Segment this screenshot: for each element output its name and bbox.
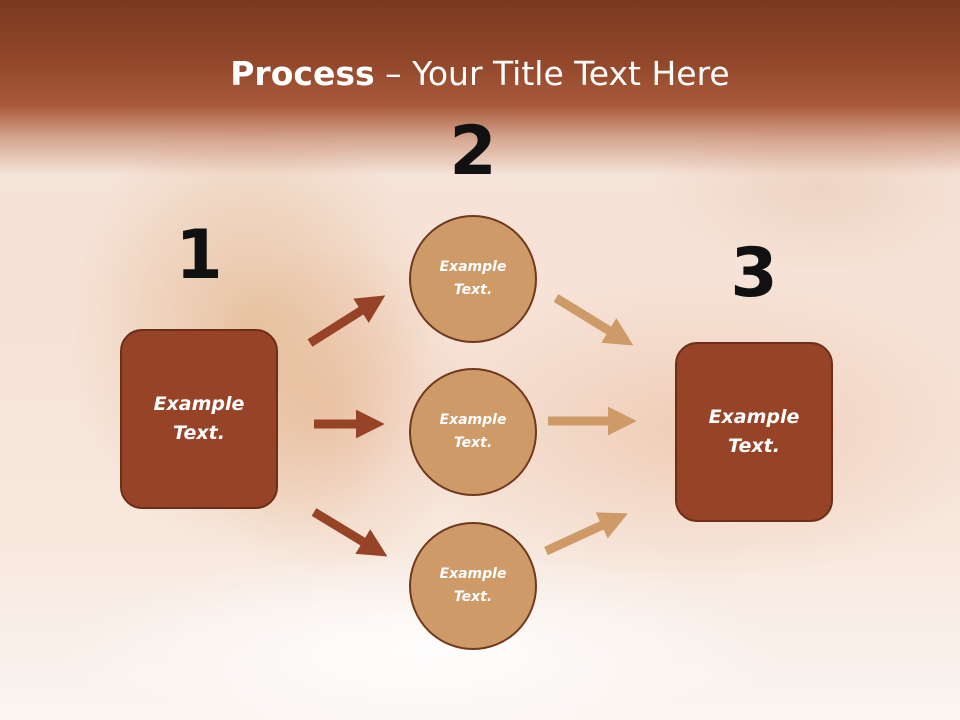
arrow-top-to-3	[553, 294, 634, 346]
title-bold: Process	[230, 54, 375, 93]
slide-title: Process – Your Title Text Here	[0, 52, 960, 96]
header-band	[0, 0, 960, 175]
step-number-2: 2	[449, 112, 497, 191]
arrow-bottom-to-3	[544, 512, 628, 556]
step-number-1: 1	[175, 216, 223, 295]
arrow-1-to-bottom	[311, 508, 388, 557]
arrow-1-to-top	[307, 295, 386, 347]
title-rest: – Your Title Text Here	[374, 54, 730, 93]
step-number-3: 3	[730, 234, 778, 313]
